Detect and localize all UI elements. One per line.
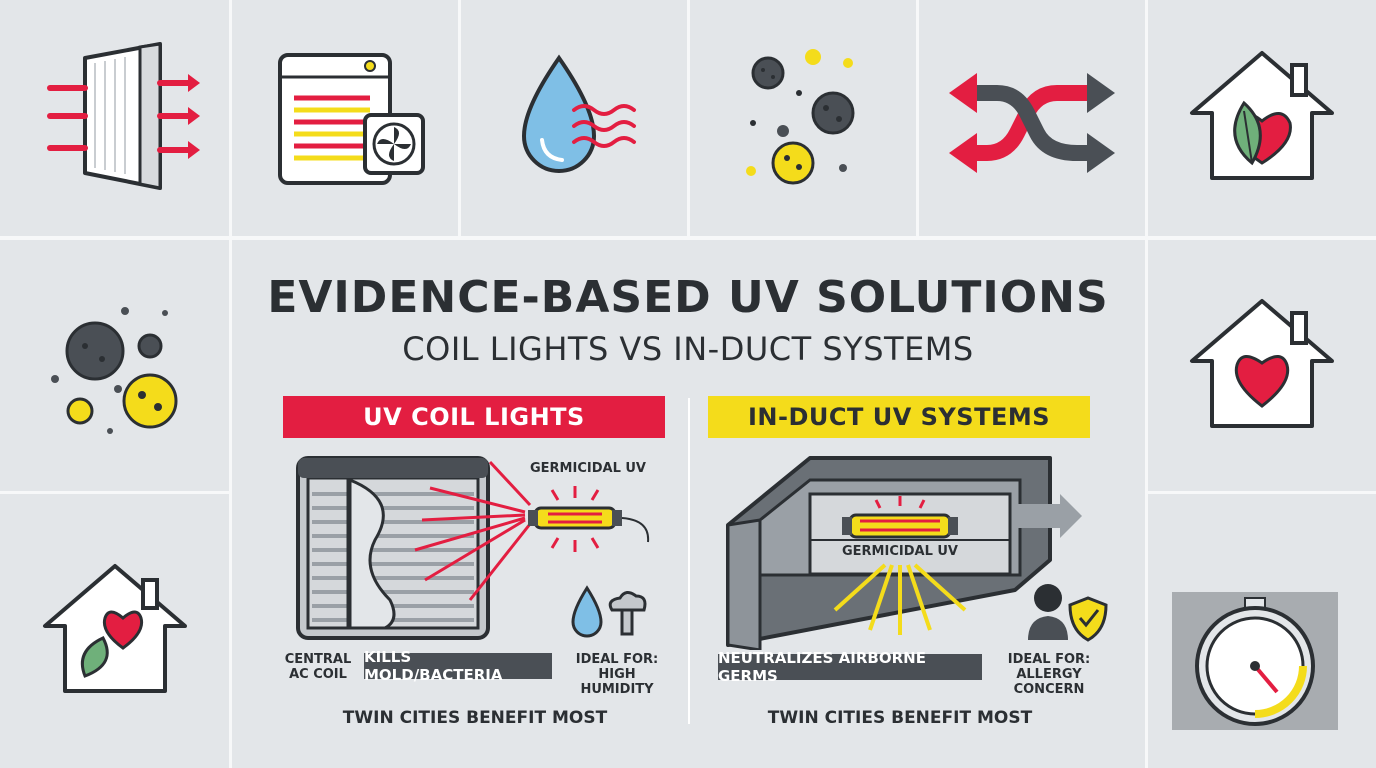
coil-label-line-2: AC COIL <box>289 667 347 682</box>
grid-line <box>0 236 1376 240</box>
coil-uv-label: GERMICIDAL UV <box>530 461 646 476</box>
panel-divider <box>688 398 690 724</box>
healthy-home-leaf-icon <box>1148 0 1376 236</box>
coil-ideal-line-1: IDEAL FOR: <box>575 652 659 667</box>
grid-line <box>1146 491 1376 494</box>
home-heart-leaf-icon <box>0 494 229 768</box>
in-duct-illustration <box>720 450 1120 652</box>
duct-ideal-label: IDEAL FOR: ALLERGY CONCERN <box>986 652 1112 697</box>
coil-lights-banner: UV COIL LIGHTS <box>283 396 665 438</box>
grid-line <box>1145 0 1148 768</box>
timer-gauge-icon <box>1172 592 1338 730</box>
allergen-particles-icon <box>690 0 916 236</box>
coil-label-line-1: CENTRAL <box>284 652 352 667</box>
coil-ideal-line-2: HIGH HUMIDITY <box>580 667 654 697</box>
coil-footer: TWIN CITIES BENEFIT MOST <box>342 708 608 728</box>
grid-line <box>687 0 690 236</box>
grid-line <box>458 0 461 236</box>
dust-particles-icon <box>0 240 229 491</box>
home-heart-icon <box>1148 240 1376 491</box>
duct-ideal-line-2: ALLERGY CONCERN <box>1013 667 1085 697</box>
humidity-drop-icon <box>461 0 687 236</box>
airflow-crossover-icon <box>919 0 1145 236</box>
page-title: EVIDENCE-BASED UV SOLUTIONS <box>267 272 1109 323</box>
coil-benefit-pill: KILLS MOLD/BACTERIA <box>364 648 552 684</box>
in-duct-banner: IN-DUCT UV SYSTEMS <box>708 396 1090 438</box>
duct-ideal-line-1: IDEAL FOR: <box>1007 652 1091 667</box>
page-subtitle: COIL LIGHTS VS IN-DUCT SYSTEMS <box>402 330 974 368</box>
coil-ideal-label: IDEAL FOR: HIGH HUMIDITY <box>562 652 672 697</box>
grid-line <box>0 491 230 494</box>
coil-label: CENTRAL AC COIL <box>280 652 356 682</box>
ac-coil-illustration <box>290 450 670 650</box>
grid-line <box>916 0 919 236</box>
duct-uv-label: GERMICIDAL UV <box>842 544 958 559</box>
grid-line <box>229 0 232 768</box>
duct-footer: TWIN CITIES BENEFIT MOST <box>767 708 1033 728</box>
air-purifier-icon <box>232 0 458 236</box>
air-filter-icon <box>0 0 229 236</box>
duct-benefit-pill: NEUTRALIZES AIRBORNE GERMS <box>718 649 982 685</box>
